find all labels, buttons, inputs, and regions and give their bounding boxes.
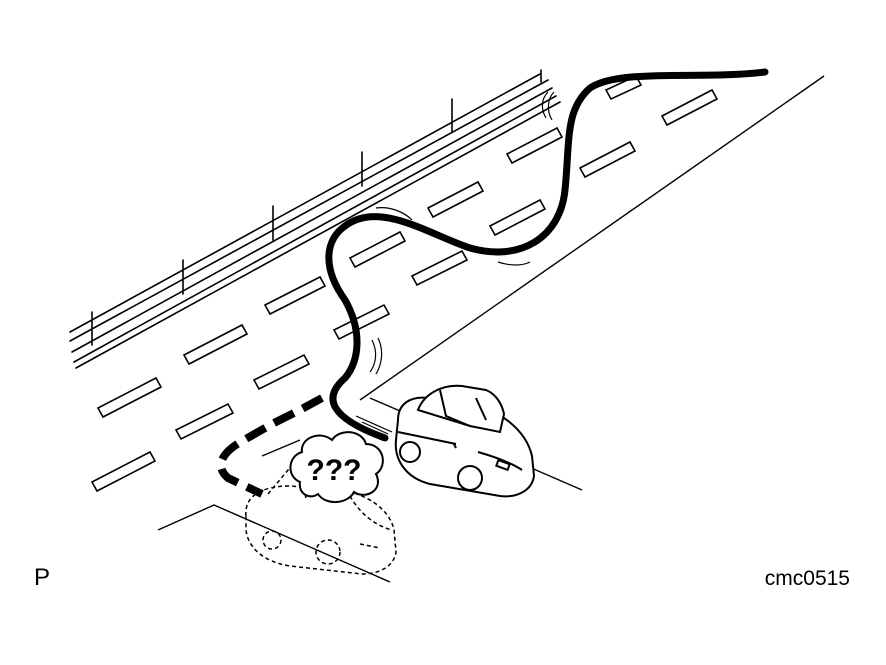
guardrail [69,69,561,369]
thought-bubble: ??? [289,431,384,503]
figure-code: cmc0515 [764,567,850,590]
motion-lines [355,91,555,435]
dashed-trajectory [217,394,324,498]
parked-car [394,384,536,498]
swerve-trajectory [325,68,769,442]
road-edges [157,75,825,583]
road-right-edge [359,75,825,401]
thought-bubble-text: ??? [307,454,362,487]
parking-bay-line [157,504,391,583]
corner-label: P [34,564,51,591]
parking-bay-line-2 [261,439,301,457]
lane-dashes [90,74,719,493]
